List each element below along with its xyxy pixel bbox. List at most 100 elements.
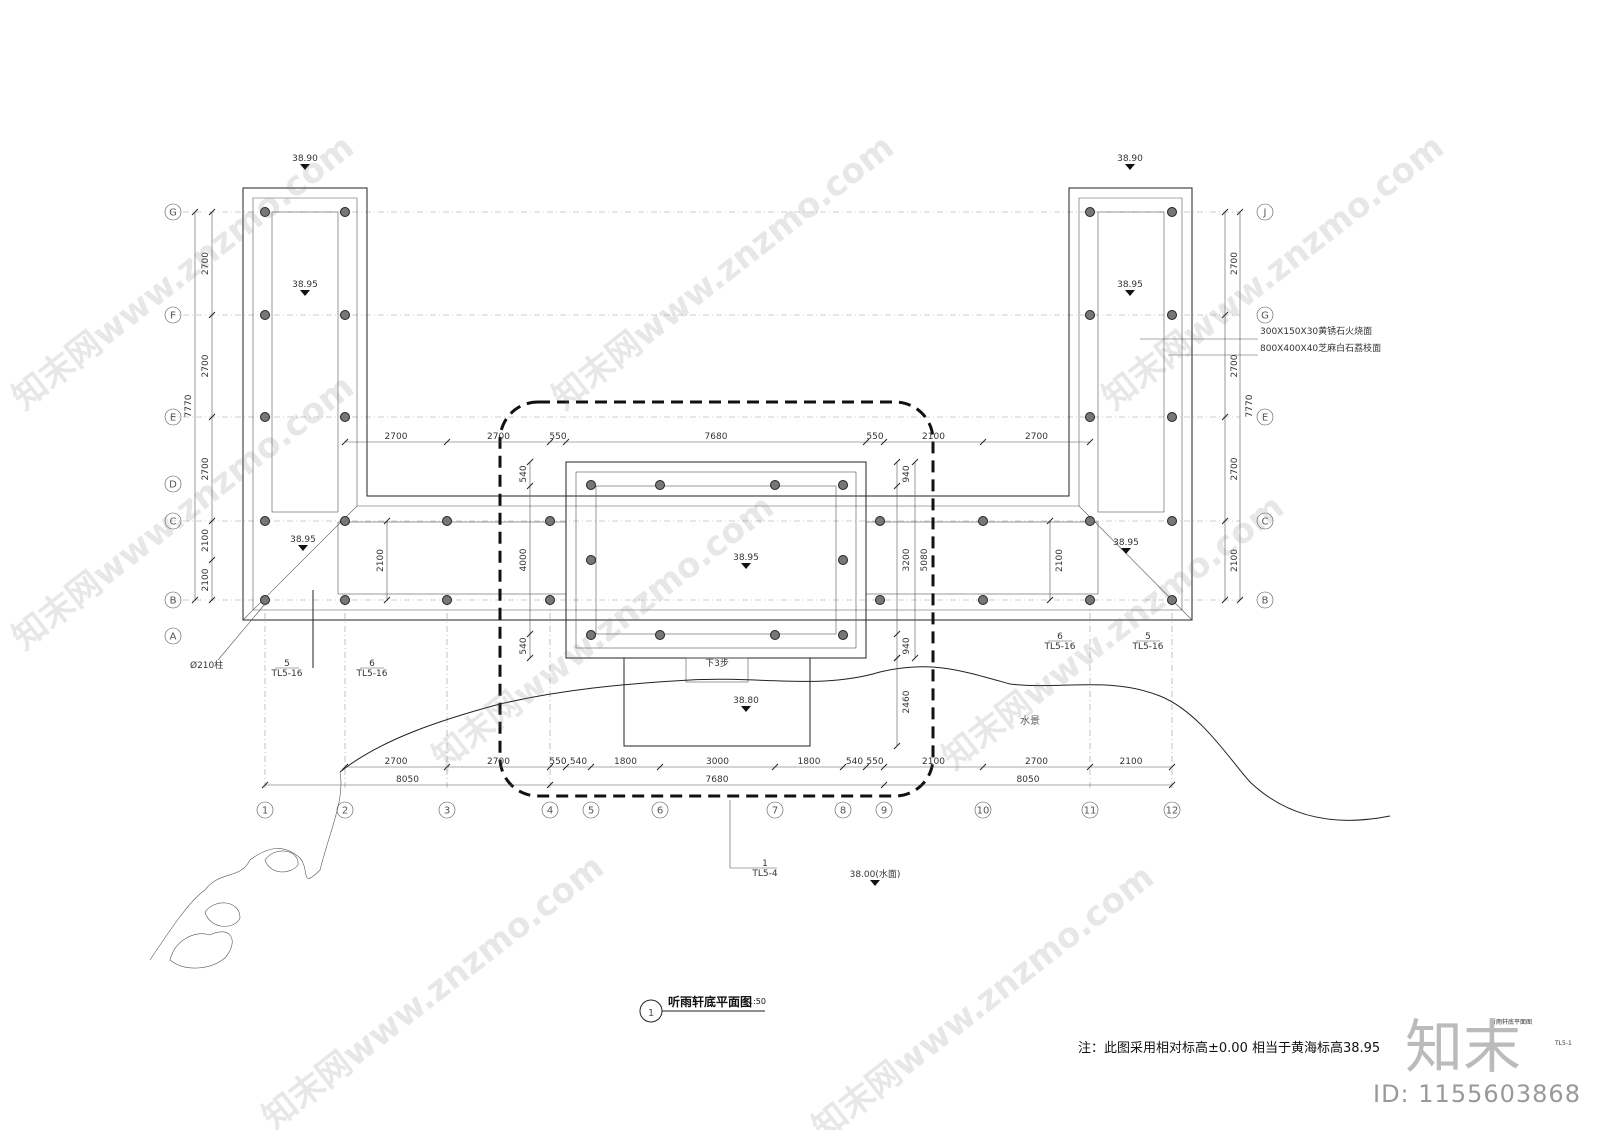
- column-post: [875, 595, 885, 605]
- column-post: [1167, 516, 1177, 526]
- dim-right-tick: [1221, 413, 1229, 421]
- dim-right-tick: [1221, 517, 1229, 525]
- dim-top-tick: [1086, 438, 1094, 446]
- axis-bubble-11: [1081, 801, 1099, 819]
- dim-bottom-text: 540: [570, 757, 587, 767]
- column-post: [260, 412, 270, 422]
- axis-bubble-6: [651, 801, 669, 819]
- axis-bubble-left-D-label: D: [169, 480, 177, 491]
- column-label: Ø210柱: [190, 659, 223, 671]
- dim-left-text: 2700: [201, 252, 211, 275]
- axis-bubble-12-label: 12: [1166, 806, 1179, 817]
- dim-steps-tick: [893, 654, 901, 662]
- axis-bubble-4-label: 4: [547, 806, 553, 817]
- dim-bottom-tick: [839, 763, 847, 771]
- axis-bubble-right-G-label: G: [1261, 311, 1269, 322]
- dim-bottom-tick: [656, 763, 664, 771]
- axis-bubble-right-C-label: C: [1262, 517, 1269, 528]
- column-post: [1085, 595, 1095, 605]
- axis-bubble-2: [336, 801, 354, 819]
- dim-bottom-tick: [771, 763, 779, 771]
- column-post: [1085, 207, 1095, 217]
- dim-bottom-text: 2100: [1120, 757, 1143, 767]
- dim-left-total-text: 7770: [184, 394, 194, 417]
- column-post: [978, 595, 988, 605]
- axis-bubble-left-F-label: F: [170, 311, 176, 322]
- dim-bottom-tick: [880, 763, 888, 771]
- dim-bottom-total-text: 7680: [706, 775, 729, 785]
- dim-top-text: 550: [549, 432, 566, 442]
- axis-bubble-7: [766, 801, 784, 819]
- elev-marker-corridor-left-label: 38.95: [290, 535, 316, 545]
- column-post: [655, 480, 665, 490]
- dim-bottom-tick: [1086, 763, 1094, 771]
- axis-bubble-right-E: [1256, 408, 1274, 426]
- dim-bottom-tick: [443, 763, 451, 771]
- callout-sheet: TL5-16: [271, 669, 303, 679]
- dim-center-right-tick: [893, 482, 901, 490]
- dim-top-tick: [443, 438, 451, 446]
- axis-bubble-left-D: [164, 475, 182, 493]
- axis-bubble-1-label: 1: [262, 806, 268, 817]
- elev-marker-wing-left-label: 38.95: [292, 280, 318, 290]
- axis-bubble-left-G: [164, 203, 182, 221]
- axis-bubble-left-E: [164, 408, 182, 426]
- dim-left-text: 2100: [201, 568, 211, 591]
- elev-marker-top-left: [300, 164, 310, 170]
- axis-bubble-left-B-label: B: [170, 596, 177, 607]
- dim-right-text: 2700: [1230, 252, 1240, 275]
- dim-center-right-total-text: 5080: [920, 548, 930, 571]
- dim-bottom-text: 2700: [385, 757, 408, 767]
- elev-marker-steps: [741, 706, 751, 712]
- axis-bubble-8-label: 8: [840, 806, 846, 817]
- dim-bottom-total-text: 8050: [1017, 775, 1040, 785]
- axis-bubble-left-A-label: A: [170, 632, 177, 643]
- column-post: [1085, 310, 1095, 320]
- column-post: [340, 207, 350, 217]
- dim-bottom-text: 3000: [706, 757, 729, 767]
- elev-marker-top-right-label: 38.90: [1117, 154, 1143, 164]
- dim-corridor-left-tick: [383, 517, 391, 525]
- rock-outline: [149, 771, 342, 961]
- elev-marker-water-label: 38.00(水面): [850, 868, 901, 880]
- view-number: 1: [648, 1008, 654, 1019]
- dim-center-tick: [526, 630, 534, 638]
- dim-center-text: 540: [519, 465, 529, 482]
- rock-cluster: [169, 850, 299, 969]
- dim-left-text: 2100: [201, 529, 211, 552]
- leader-line: [217, 603, 266, 661]
- column-post: [1085, 516, 1095, 526]
- axis-bubble-9: [875, 801, 893, 819]
- axis-bubble-3-label: 3: [444, 806, 450, 817]
- dim-bottom-tick: [1168, 763, 1176, 771]
- dim-bottom-tick: [587, 763, 595, 771]
- callout-number: 5: [284, 659, 290, 669]
- dim-top-tick: [880, 438, 888, 446]
- dim-top-text: 2100: [922, 432, 945, 442]
- axis-bubble-7-label: 7: [772, 806, 778, 817]
- dim-center-right-total-tick: [911, 654, 919, 662]
- callout-number: 6: [1057, 632, 1063, 642]
- column-post: [586, 555, 596, 565]
- axis-bubble-right-J-label: J: [1263, 208, 1267, 219]
- callout-number: 1: [762, 859, 768, 869]
- dim-bottom-tick: [862, 763, 870, 771]
- dim-bottom-text: 1800: [614, 757, 637, 767]
- column-post: [838, 555, 848, 565]
- dim-corridor-right-text: 2100: [1055, 549, 1065, 572]
- axis-bubble-3: [438, 801, 456, 819]
- drawing-scale: 1:50: [748, 997, 766, 1006]
- elev-marker-corridor-left: [298, 545, 308, 551]
- axis-bubble-1: [256, 801, 274, 819]
- dim-bottom-tick: [979, 763, 987, 771]
- axis-bubble-left-A: [164, 627, 182, 645]
- axis-bubble-right-E-label: E: [1262, 413, 1268, 424]
- elev-marker-corridor-right: [1121, 548, 1131, 554]
- axis-bubble-6-label: 6: [657, 806, 663, 817]
- callout-number: 6: [369, 659, 375, 669]
- steps-label: 下3步: [705, 658, 729, 669]
- axis-bubble-left-C-label: C: [170, 517, 177, 528]
- column-post: [838, 630, 848, 640]
- axis-bubble-10: [974, 801, 992, 819]
- dim-center-right-text: 940: [902, 465, 912, 482]
